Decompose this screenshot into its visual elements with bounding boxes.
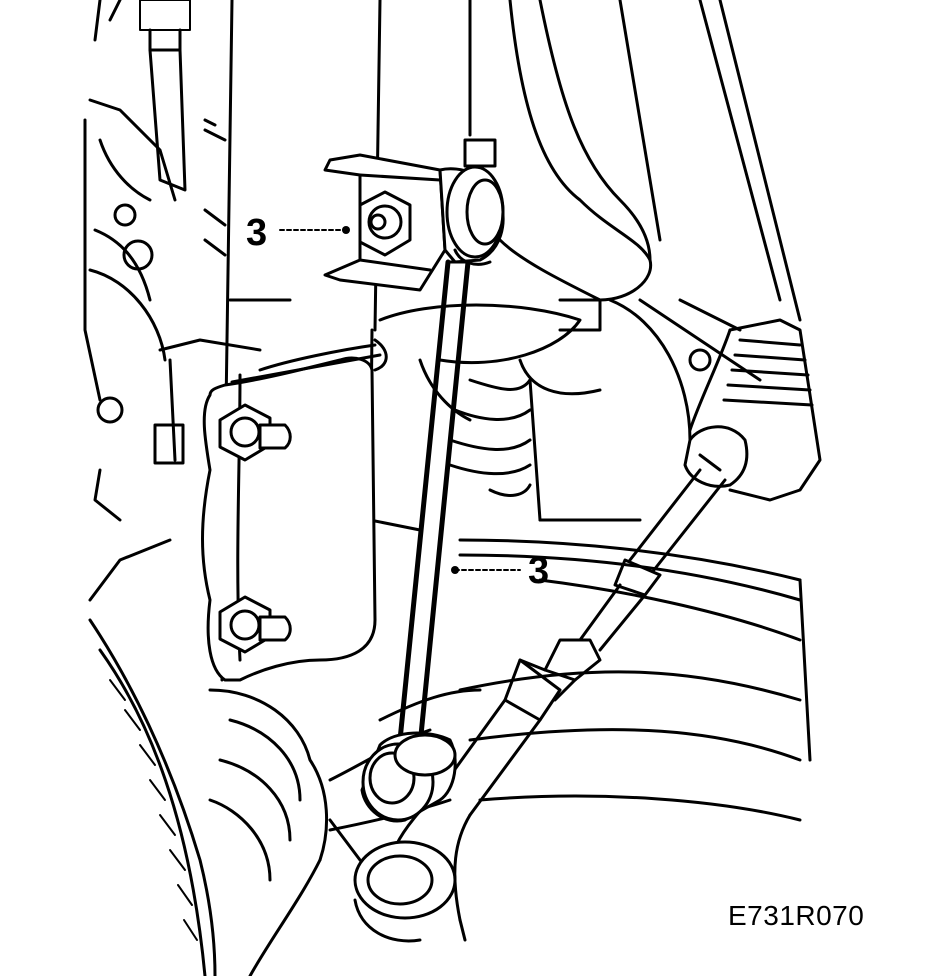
callout-label-link: 3 [528,550,550,592]
leader-lines [279,226,521,574]
tie-rod [353,468,727,943]
clamp-bolt-lower [218,595,292,654]
link-upper-nut [358,190,412,257]
callout-label-nut: 3 [246,212,268,254]
steering-rack [683,318,822,502]
stabilizer-link [323,153,505,823]
link-upper-ball-joint [438,165,505,266]
figure-reference-code: E731R070 [728,900,865,931]
link-lower-ball-joint [360,731,457,823]
lower-arm [328,518,812,832]
upper-mount [378,0,802,422]
link-rod [397,259,471,748]
strut-clamp [201,338,388,682]
clamp-bolt-upper [218,403,292,462]
wheel-hub [88,618,362,976]
body-structure [83,0,262,602]
coil-spring [448,298,762,522]
